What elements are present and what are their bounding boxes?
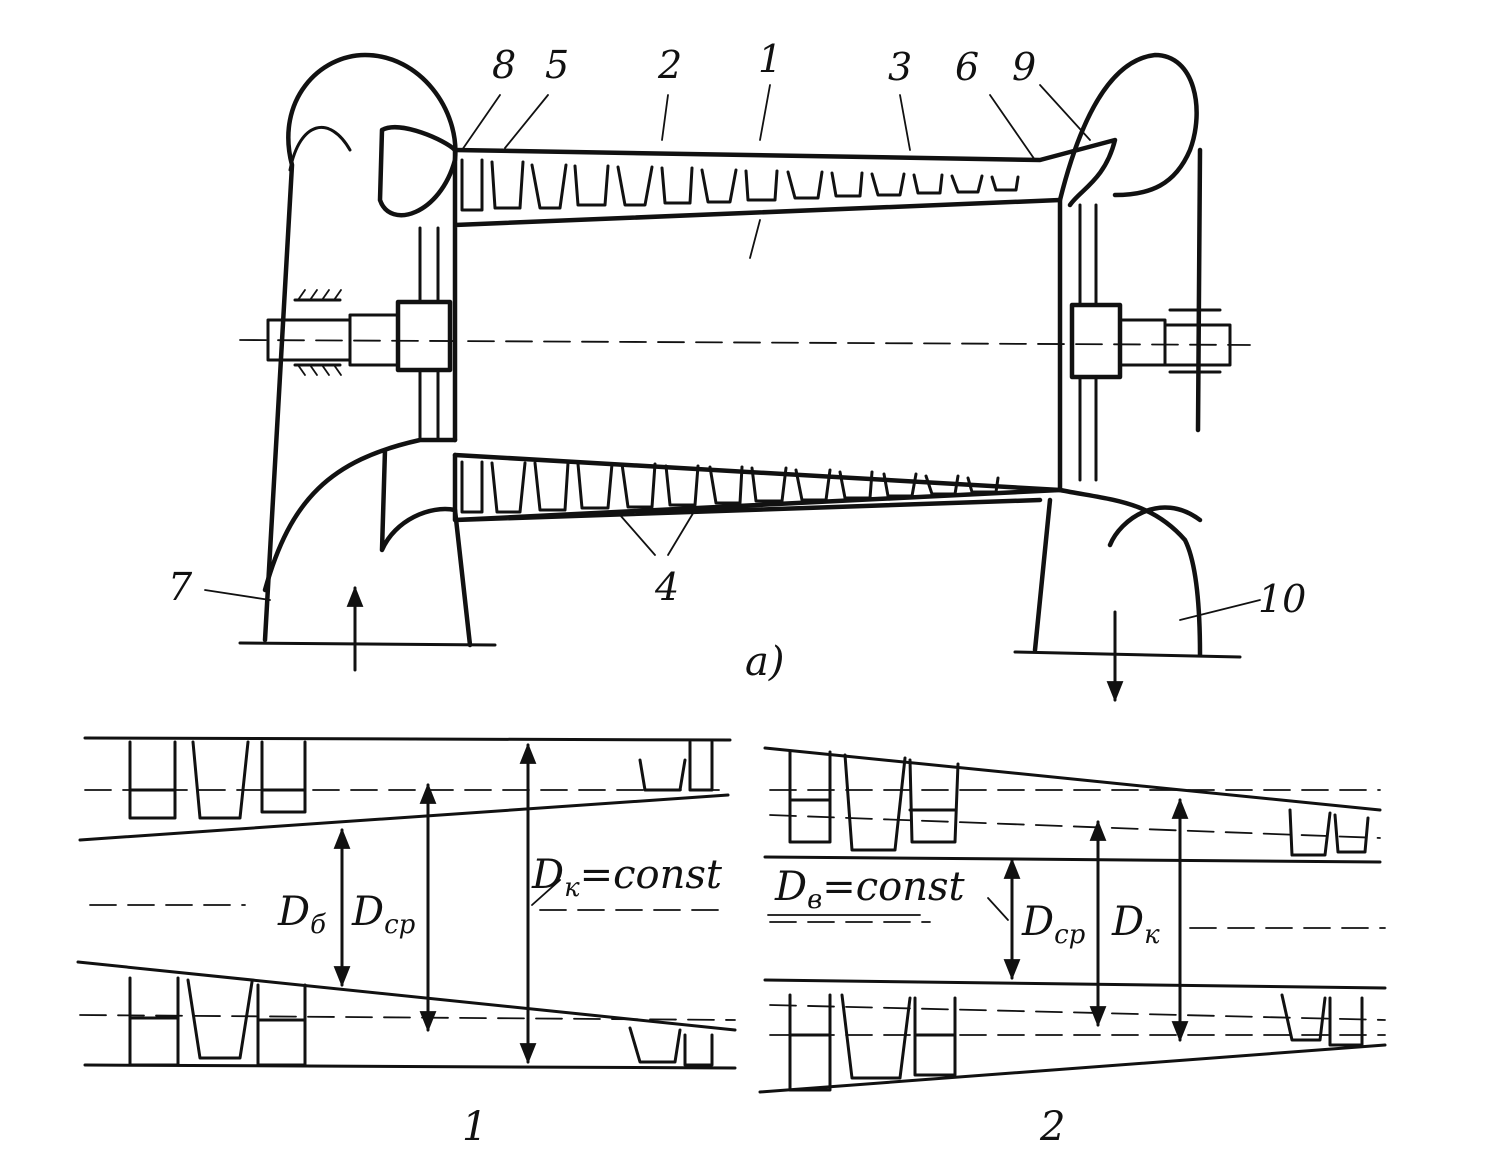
- rotor-drum: [452, 147, 1063, 493]
- panel-1-tip-constant: Dб Dср Dк=const 1: [76, 736, 737, 1150]
- callout-8: 8: [492, 43, 516, 87]
- panel-1-tip-label: Dк=const: [531, 852, 723, 903]
- callout-3: 3: [888, 45, 912, 89]
- inlet-lower-duct: [262, 437, 473, 648]
- lower-blade-row: [460, 460, 1000, 514]
- panel-1-mean-label: Dср: [351, 889, 416, 940]
- callout-leaders: [204, 84, 1261, 621]
- callout-1: 1: [758, 37, 782, 81]
- callout-7: 7: [168, 565, 193, 609]
- callout-9: 9: [1012, 45, 1036, 89]
- inlet-base-line: [238, 641, 497, 647]
- inlet-casing: [262, 52, 458, 643]
- upper-blade-row: [460, 158, 1020, 212]
- callout-10: 10: [1258, 577, 1306, 621]
- outlet-base-line: [1013, 650, 1242, 659]
- panel-2-tip-label: Dк: [1111, 899, 1160, 950]
- outlet-casing: [1057, 52, 1203, 433]
- panel-1-caption: 1: [462, 1104, 487, 1150]
- lower-casing: [452, 452, 1063, 523]
- panel-1-hub-label: Dб: [277, 889, 326, 940]
- left-bearing: [266, 226, 453, 442]
- panel-2-caption: 2: [1039, 1104, 1065, 1150]
- compressor-section-view: 8 5 2 1 3 6 9 7 4 10 а): [168, 37, 1306, 703]
- callout-2: 2: [657, 43, 682, 87]
- panel-2-hub-constant: Dв=const Dср Dк 2: [758, 746, 1387, 1150]
- callout-5: 5: [545, 43, 569, 87]
- outlet-lower-duct: [1032, 487, 1203, 658]
- upper-casing: [452, 137, 1118, 208]
- right-bearing: [1069, 203, 1232, 482]
- view-caption-a: а): [745, 639, 784, 685]
- panel-2-mean-label: Dср: [1021, 899, 1086, 950]
- panel-2-hub-label: Dв=const: [774, 864, 966, 915]
- inlet-casing-inner: [288, 125, 352, 172]
- callout-4: 4: [654, 565, 679, 609]
- callout-6: 6: [955, 45, 979, 89]
- rotor-axis-line: [239, 339, 1251, 346]
